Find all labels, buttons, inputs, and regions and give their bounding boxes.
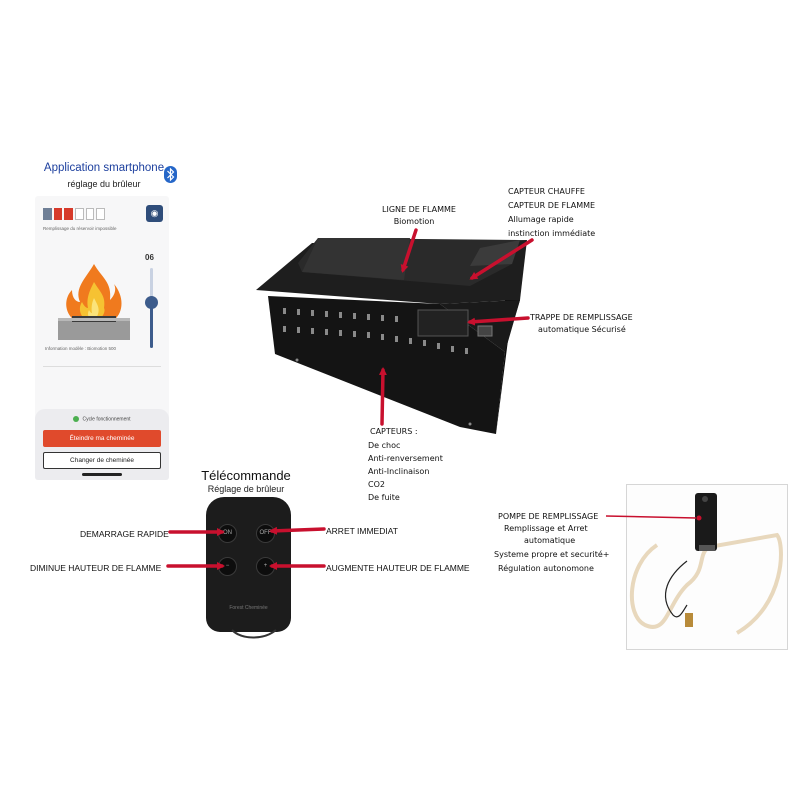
app-section-subtitle: réglage du brûleur [67, 179, 141, 189]
remote-decrease-label: DIMINUE HAUTEUR DE FLAMME [30, 563, 162, 573]
heat-sensor-line1: CAPTEUR CHAUFFE [508, 187, 585, 196]
remote-off-button: OFF [256, 524, 275, 543]
change-fireplace-button[interactable]: Changer de cheminée [43, 452, 161, 469]
turn-off-fireplace-button[interactable]: Éteindre ma cheminée [43, 430, 161, 447]
fill-hatch-text: automatique Sécurisé [538, 325, 626, 334]
tank-segment [53, 208, 63, 220]
remote-section-subtitle: Réglage de brûleur [207, 484, 285, 494]
power-switch [477, 325, 493, 337]
pump-line4: Régulation autonomone [498, 564, 594, 573]
divider [43, 366, 161, 367]
flame-line-text: Biomotion [393, 217, 435, 226]
remote-stop-label: ARRET IMMEDIAT [326, 526, 398, 536]
sensors-title: CAPTEURS : [370, 427, 418, 436]
tank-level-indicator [43, 208, 106, 220]
remote-plus-button: + [256, 557, 275, 576]
fill-hatch-title: TRAPPE DE REMPLISSAGE [530, 313, 633, 322]
cycle-status-label: Cycle fonctionnement [82, 416, 131, 423]
app-section-title: Application smartphone [43, 162, 165, 174]
model-info-text: Information modèle : Biomotion 500 [45, 346, 117, 351]
pump-line1: Remplissage et Arret [504, 524, 588, 533]
flame-line-title: LIGNE DE FLAMME [382, 205, 456, 214]
heat-sensor-line3: Allumage rapide [508, 215, 574, 224]
tank-segment [43, 208, 52, 220]
flame-slider-knob[interactable] [145, 296, 158, 309]
remote-control-illustration: ON OFF − + Forest Cheminée [206, 497, 291, 632]
sensor-item: De choc [368, 441, 401, 450]
flame-slider-fill [150, 303, 153, 348]
remote-minus-button: − [218, 557, 237, 576]
burner-flame-illustration [58, 264, 130, 340]
tank-segment [96, 208, 106, 220]
flame-level-value: 06 [145, 253, 154, 262]
tank-segment [64, 208, 74, 220]
app-screenshot: ◉ Remplissage du réservoir impossible 06… [35, 196, 169, 480]
pump-title: POMPE DE REMPLISSAGE [498, 512, 599, 521]
remote-on-button: ON [218, 524, 237, 543]
home-indicator [82, 473, 122, 476]
bluetooth-icon [164, 166, 177, 183]
tank-warning-text: Remplissage du réservoir impossible [43, 226, 117, 231]
pump-line3: Systeme propre et securité+ [494, 550, 610, 559]
remote-cord [231, 629, 277, 639]
sensor-item: Anti-Inclinaison [368, 467, 430, 476]
pump-body [695, 493, 717, 551]
sensor-item: CO2 [368, 480, 385, 489]
check-icon [73, 416, 80, 422]
tank-segment [85, 208, 95, 220]
pump-illustration [629, 493, 783, 635]
tank-segment [75, 208, 84, 220]
sensor-item: Anti-renversement [368, 454, 443, 463]
cycle-status: Cycle fonctionnement [35, 416, 169, 422]
headset-icon-button[interactable]: ◉ [146, 205, 163, 222]
heat-sensor-line2: CAPTEUR DE FLAMME [508, 201, 596, 210]
pump-photo [626, 484, 788, 650]
remote-brand: Forest Cheminée [229, 605, 268, 611]
remote-start-label: DEMARRAGE RAPIDE [80, 529, 169, 539]
remote-section-title: Télécommande [201, 468, 291, 483]
pump-line2: automatique [524, 536, 576, 545]
filler-hatch [417, 309, 469, 337]
heat-sensor-line4: instinction immédiate [508, 229, 596, 238]
remote-increase-label: AUGMENTE HAUTEUR DE FLAMME [326, 563, 470, 573]
sensor-item: De fuite [368, 493, 400, 502]
